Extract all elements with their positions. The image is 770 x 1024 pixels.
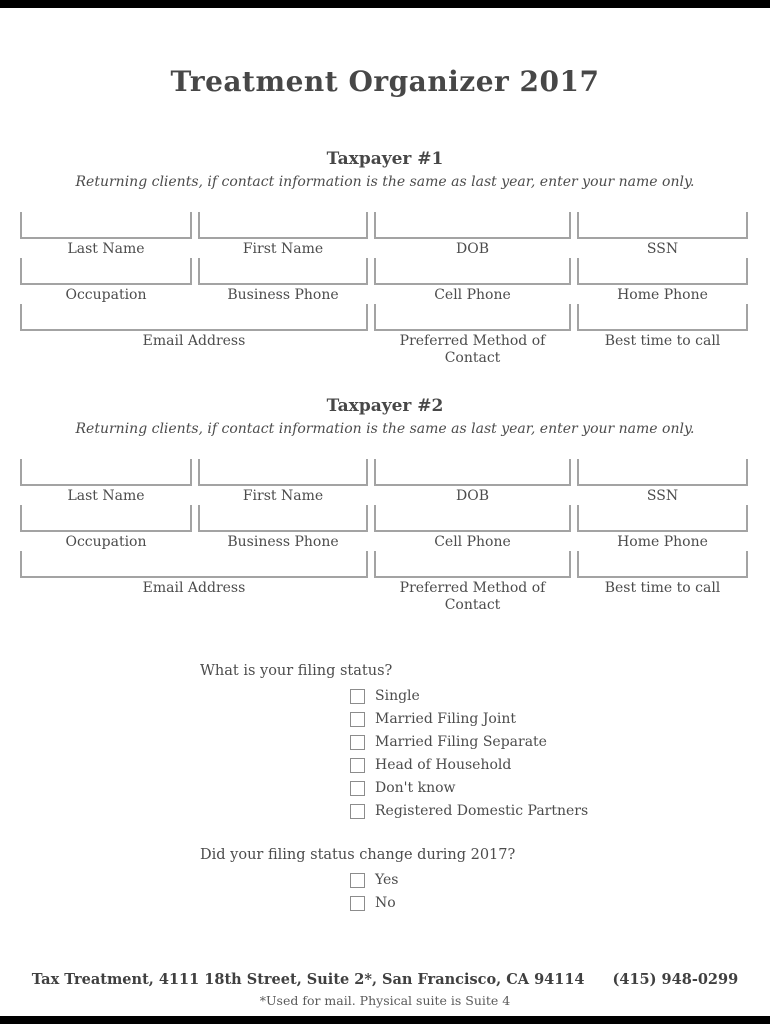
footer-address: Tax Treatment, 4111 18th Street, Suite 2… [31,971,585,988]
checkbox-registered-domestic-partners[interactable] [350,803,365,819]
taxpayer-1-row-2: Occupation Business Phone Cell Phone Hom… [20,258,750,304]
option-label: Yes [375,872,399,888]
taxpayer-1-heading: Taxpayer #1 [326,149,444,169]
last-name-label: Last Name [67,241,145,257]
checkbox-married-filing-joint[interactable] [350,711,365,727]
option-no: No [350,894,770,912]
taxpayer-1-row-3: Email Address Preferred Method of Contac… [20,304,750,367]
ssn-label: SSN [646,241,679,257]
taxpayer2-best-time-field[interactable] [577,551,748,578]
taxpayer-2-section: Taxpayer #2 Returning clients, if contac… [0,395,770,614]
home-phone-label: Home Phone [617,287,708,303]
bottom-bar [0,1016,770,1024]
best-time-label: Best time to call [604,333,721,349]
footer-phone: (415) 948-0299 [612,971,739,988]
filing-change-options: Yes No [350,871,770,912]
filing-change-block: Did your filing status change during 201… [0,846,770,912]
filing-status-block: What is your filing status? Single Marri… [0,662,770,820]
taxpayer2-ssn-field[interactable] [577,459,748,486]
option-yes: Yes [350,871,770,889]
taxpayer2-first-name-field[interactable] [198,459,368,486]
checkbox-dont-know[interactable] [350,780,365,796]
taxpayer-1-note: Returning clients, if contact informatio… [75,174,695,190]
taxpayer2-occupation-field[interactable] [20,505,192,532]
preferred-method-label: Preferred Method of Contact [399,580,546,613]
filing-change-question: Did your filing status change during 201… [200,847,516,863]
option-label: Married Filing Separate [375,734,547,750]
first-name-label: First Name [242,241,324,257]
option-single: Single [350,687,770,705]
occupation-label: Occupation [65,534,147,550]
checkbox-single[interactable] [350,688,365,704]
taxpayer-2-note: Returning clients, if contact informatio… [75,421,695,437]
best-time-label: Best time to call [604,580,721,596]
option-label: Head of Household [375,757,512,773]
taxpayer2-business-phone-field[interactable] [198,505,368,532]
business-phone-label: Business Phone [227,287,339,303]
dob-label: DOB [456,241,489,257]
email-address-label: Email Address [142,580,246,596]
taxpayer-1-row-1: Last Name First Name DOB SSN [20,212,750,258]
footer-contact-line: Tax Treatment, 4111 18th Street, Suite 2… [0,970,770,989]
taxpayer-1-section: Taxpayer #1 Returning clients, if contac… [0,148,770,367]
home-phone-label: Home Phone [617,534,708,550]
footer-footnote: *Used for mail. Physical suite is Suite … [259,993,511,1008]
taxpayer-2-row-3: Email Address Preferred Method of Contac… [20,551,750,614]
option-label: No [375,895,396,911]
email-address-label: Email Address [142,333,246,349]
taxpayer1-home-phone-field[interactable] [577,258,748,285]
first-name-label: First Name [242,488,324,504]
checkbox-married-filing-separate[interactable] [350,734,365,750]
option-registered-domestic-partners: Registered Domestic Partners [350,802,770,820]
checkbox-head-of-household[interactable] [350,757,365,773]
option-label: Married Filing Joint [375,711,516,727]
taxpayer-2-row-1: Last Name First Name DOB SSN [20,459,750,505]
occupation-label: Occupation [65,287,147,303]
option-label: Single [375,688,420,704]
option-label: Don't know [375,780,456,796]
taxpayer1-cell-phone-field[interactable] [374,258,571,285]
option-label: Registered Domestic Partners [375,803,589,819]
taxpayer2-cell-phone-field[interactable] [374,505,571,532]
taxpayer1-email-address-field[interactable] [20,304,368,331]
taxpayer1-dob-field[interactable] [374,212,571,239]
ssn-label: SSN [646,488,679,504]
taxpayer1-best-time-field[interactable] [577,304,748,331]
taxpayer2-email-address-field[interactable] [20,551,368,578]
taxpayer1-business-phone-field[interactable] [198,258,368,285]
option-married-filing-joint: Married Filing Joint [350,710,770,728]
business-phone-label: Business Phone [227,534,339,550]
taxpayer1-first-name-field[interactable] [198,212,368,239]
taxpayer-2-heading: Taxpayer #2 [326,396,444,416]
taxpayer2-last-name-field[interactable] [20,459,192,486]
taxpayer1-preferred-method-field[interactable] [374,304,571,331]
last-name-label: Last Name [67,488,145,504]
filing-status-options: Single Married Filing Joint Married Fili… [350,687,770,820]
filing-status-question: What is your filing status? [200,663,393,679]
preferred-method-label: Preferred Method of Contact [399,333,546,366]
page-footer: Tax Treatment, 4111 18th Street, Suite 2… [0,970,770,1009]
dob-label: DOB [456,488,489,504]
option-married-filing-separate: Married Filing Separate [350,733,770,751]
cell-phone-label: Cell Phone [434,287,511,303]
taxpayer2-preferred-method-field[interactable] [374,551,571,578]
taxpayer2-home-phone-field[interactable] [577,505,748,532]
page-title: Treatment Organizer 2017 [170,65,600,98]
taxpayer-2-row-2: Occupation Business Phone Cell Phone Hom… [20,505,750,551]
taxpayer2-dob-field[interactable] [374,459,571,486]
checkbox-no[interactable] [350,895,365,911]
option-head-of-household: Head of Household [350,756,770,774]
checkbox-yes[interactable] [350,872,365,888]
taxpayer1-last-name-field[interactable] [20,212,192,239]
option-dont-know: Don't know [350,779,770,797]
taxpayer1-occupation-field[interactable] [20,258,192,285]
cell-phone-label: Cell Phone [434,534,511,550]
taxpayer1-ssn-field[interactable] [577,212,748,239]
top-bar [0,0,770,8]
